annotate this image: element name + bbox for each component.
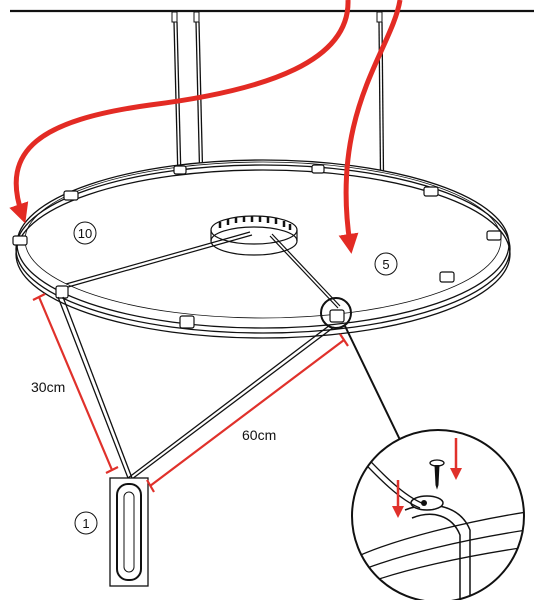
- step-marker-10: 10: [73, 221, 97, 245]
- cable-arrow: [392, 480, 404, 518]
- internal-wire: [269, 233, 341, 309]
- screw-icon: [429, 459, 445, 490]
- magnifier-detail: [351, 429, 525, 600]
- dimension-label-60cm: 60cm: [242, 427, 276, 443]
- assembly-arrow-left: [9, 0, 351, 224]
- svg-text:1: 1: [82, 516, 89, 531]
- detail-leader-line: [344, 325, 403, 445]
- step-marker-1: 1: [74, 511, 98, 535]
- screw-arrow: [450, 438, 462, 480]
- step-marker-5: 5: [374, 252, 398, 276]
- ceiling-mount-left: [171, 11, 200, 23]
- svg-text:5: 5: [382, 257, 389, 272]
- svg-text:10: 10: [78, 226, 92, 241]
- dimension-label-30cm: 30cm: [31, 379, 65, 395]
- detail-highlight-circle: [320, 297, 352, 329]
- ceiling-mount-right: [376, 11, 383, 23]
- dimension-60cm: [146, 333, 349, 493]
- internal-wire-left: [65, 231, 253, 288]
- dimension-30cm: [32, 293, 119, 474]
- weight-cords: [57, 296, 335, 480]
- weight-block-icon: [109, 477, 149, 587]
- cable-clip-icon: [12, 164, 502, 329]
- assembly-arrow-right: [338, 0, 403, 254]
